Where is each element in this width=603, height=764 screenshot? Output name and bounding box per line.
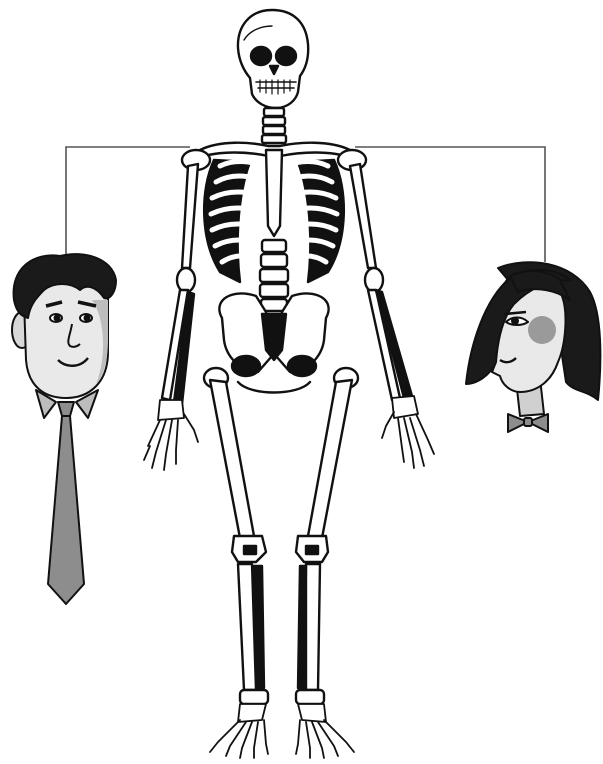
skeleton-icon (144, 10, 434, 758)
skull (238, 10, 308, 108)
knee-joints (232, 536, 328, 562)
neck-vertebrae (262, 108, 286, 143)
leg-bones-lower (238, 564, 320, 690)
left-hand-bones (382, 396, 434, 468)
left-arm-bones (350, 164, 412, 400)
leg-bones-upper (204, 368, 358, 538)
man-head-with-tie-icon (12, 254, 116, 604)
connector-male (66, 147, 190, 260)
ankle-joints (240, 690, 324, 704)
necktie (58, 402, 74, 416)
foot-bones (210, 704, 354, 758)
connector-female (355, 147, 545, 262)
right-hand-bones (144, 400, 198, 470)
sternum (266, 150, 282, 236)
woman-head-with-bowtie-icon (466, 262, 600, 432)
right-arm-bones (162, 164, 198, 404)
lumbar-spine (260, 240, 288, 311)
